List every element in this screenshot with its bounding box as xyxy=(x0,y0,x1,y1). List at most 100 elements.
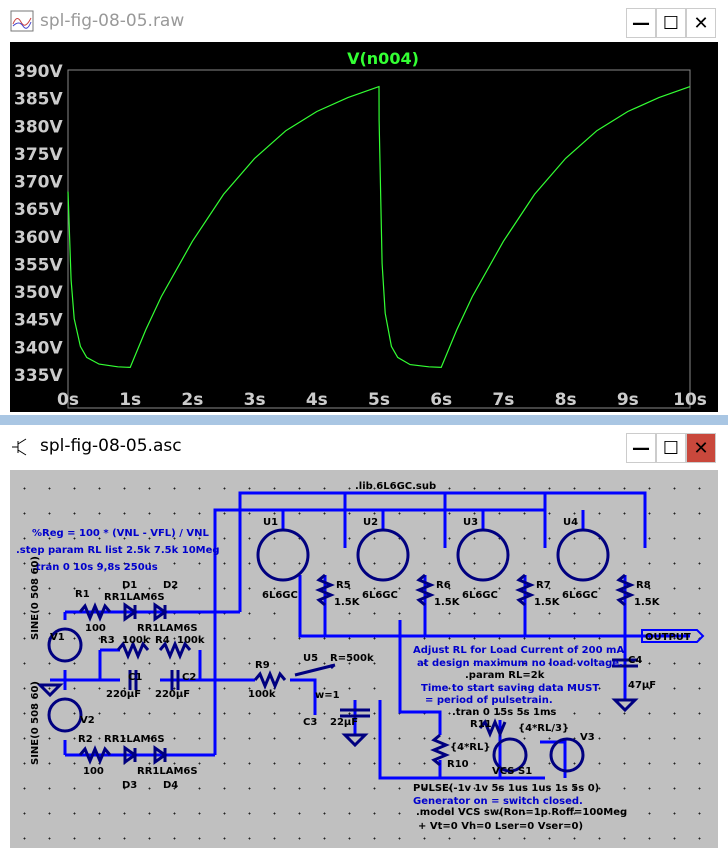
schematic-canvas[interactable]: .lib 6L6GC.sub %Reg = 100 * (VNL - VFL) … xyxy=(10,470,718,848)
tran-directive[interactable]: .tran 0 10s 9,8s 250us xyxy=(32,562,158,573)
adjust-note-line2[interactable]: at design maximum no load voltage. xyxy=(417,658,623,669)
c3-ref[interactable]: C3 xyxy=(303,717,317,728)
x-tick-label: 4s xyxy=(306,390,328,410)
d3-ref[interactable]: D3 xyxy=(122,780,137,791)
r9-ref[interactable]: R9 xyxy=(255,660,270,671)
y-tick-label: 370V xyxy=(14,173,63,193)
tran2-directive[interactable]: .tran 0 15s 5s 1ms xyxy=(452,707,556,718)
maximize-button[interactable]: ☐ xyxy=(656,8,686,38)
trace-title[interactable]: V(n004) xyxy=(347,49,419,68)
c4-value[interactable]: 47µF xyxy=(628,680,656,691)
c4-ref[interactable]: C4 xyxy=(628,655,642,666)
d4-ref[interactable]: D4 xyxy=(163,780,178,791)
close-button[interactable]: ✕ xyxy=(686,433,716,463)
u3-ref[interactable]: U3 xyxy=(463,517,478,528)
adjust-note-line1[interactable]: Adjust RL for Load Current of 200 mA xyxy=(413,645,624,656)
c1-value[interactable]: 220µF xyxy=(106,689,141,700)
lib-directive[interactable]: .lib 6L6GC.sub xyxy=(355,481,436,492)
minimize-button[interactable]: — xyxy=(626,8,656,38)
r6-value[interactable]: 1.5K xyxy=(434,597,461,608)
r11-ref[interactable]: R11 xyxy=(470,719,492,730)
d1-model[interactable]: RR1LAM6S xyxy=(104,592,165,603)
v1-ref[interactable]: V1 xyxy=(50,632,65,643)
d4-model[interactable]: RR1LAM6S xyxy=(137,766,198,777)
u3-model[interactable]: 6L6GC xyxy=(462,590,498,601)
r7-value[interactable]: 1.5K xyxy=(534,597,561,608)
y-tick-label: 390V xyxy=(14,62,63,82)
u1-ref[interactable]: U1 xyxy=(263,517,278,528)
u5-r[interactable]: R=500k xyxy=(330,653,374,664)
v3-ref[interactable]: V3 xyxy=(580,732,595,743)
r5-ref[interactable]: R5 xyxy=(336,580,351,591)
d2-model[interactable]: RR1LAM6S xyxy=(137,623,198,634)
waveform-titlebar[interactable]: spl-fig-08-05.raw — ☐ ✕ xyxy=(0,0,728,42)
v2-ref[interactable]: V2 xyxy=(80,715,95,726)
c2-ref[interactable]: C2 xyxy=(182,672,196,683)
x-tick-label: 3s xyxy=(244,390,266,410)
y-tick-label: 350V xyxy=(14,283,63,303)
param-directive[interactable]: .param RL=2k xyxy=(465,670,545,681)
time-note-line2[interactable]: = period of pulsetrain. xyxy=(425,695,553,706)
v2-value[interactable]: SINE(0 508 60) xyxy=(30,681,41,765)
r9-value[interactable]: 100k xyxy=(248,689,276,700)
r1-ref[interactable]: R1 xyxy=(75,589,90,600)
r1-value[interactable]: 100 xyxy=(85,623,106,634)
r8-value[interactable]: 1.5K xyxy=(634,597,661,608)
x-tick-label: 1s xyxy=(119,390,141,410)
x-tick-label: 5s xyxy=(368,390,390,410)
v3-symbol xyxy=(549,737,585,773)
r2-value[interactable]: 100 xyxy=(83,766,104,777)
maximize-button[interactable]: ☐ xyxy=(656,433,686,463)
model-directive-line2[interactable]: + Vt=0 Vh=0 Lser=0 Vser=0) xyxy=(418,821,583,832)
r3-ref[interactable]: R3 xyxy=(100,635,115,646)
u4-model[interactable]: 6L6GC xyxy=(562,590,598,601)
x-tick-label: 9s xyxy=(617,390,639,410)
r2-ref[interactable]: R2 xyxy=(78,734,93,745)
s1-model[interactable]: VCS xyxy=(492,766,514,777)
c1-ref[interactable]: C1 xyxy=(128,672,142,683)
r10-value[interactable]: {4*RL} xyxy=(450,742,491,753)
step-directive[interactable]: .step param RL list 2.5k 7.5k 10Meg xyxy=(16,545,220,556)
u2-model[interactable]: 6L6GC xyxy=(362,590,398,601)
schematic-titlebar[interactable]: spl-fig-08-05.asc — ☐ ✕ xyxy=(0,425,728,467)
output-label[interactable]: OUTPUT xyxy=(645,632,691,643)
r11-value[interactable]: {4*RL/3} xyxy=(518,723,569,734)
note-reg[interactable]: %Reg = 100 * (VNL - VFL) / VNL xyxy=(32,528,209,539)
plot-frame xyxy=(67,69,691,409)
v1-value[interactable]: SINE(0 508 60) xyxy=(30,556,41,640)
model-directive-line1[interactable]: .model VCS sw(Ron=1p Roff=100Meg xyxy=(416,807,627,818)
generator-note[interactable]: Generator on = switch closed. xyxy=(413,796,583,807)
d1-ref[interactable]: D1 xyxy=(122,580,137,591)
x-tick-label: 0s xyxy=(57,390,79,410)
r5-value[interactable]: 1.5K xyxy=(334,597,361,608)
r7-ref[interactable]: R7 xyxy=(536,580,551,591)
u2-ref[interactable]: U2 xyxy=(363,517,378,528)
r6-ref[interactable]: R6 xyxy=(436,580,451,591)
d3-model[interactable]: RR1LAM6S xyxy=(104,734,165,745)
r3-value[interactable]: 100k xyxy=(122,635,150,646)
u1-model[interactable]: 6L6GC xyxy=(262,590,298,601)
trace-line xyxy=(67,85,691,369)
v3-value[interactable]: PULSE(-1v 1v 5s 1us 1us 1s 5s 0) xyxy=(413,783,599,794)
d2-ref[interactable]: D2 xyxy=(163,580,178,591)
u5-w[interactable]: w=1 xyxy=(315,690,340,701)
s1-ref[interactable]: S1 xyxy=(518,766,532,777)
tube-u4-symbol xyxy=(556,528,610,582)
v1-symbol xyxy=(47,627,83,663)
r1-symbol xyxy=(78,602,112,622)
waveform-icon xyxy=(10,10,34,32)
r4-ref[interactable]: R4 xyxy=(155,635,170,646)
minimize-button[interactable]: — xyxy=(626,433,656,463)
r10-ref[interactable]: R10 xyxy=(447,759,469,770)
close-button[interactable]: ✕ xyxy=(686,8,716,38)
c2-value[interactable]: 220µF xyxy=(155,689,190,700)
time-note-line1[interactable]: Time to start saving data MUST xyxy=(421,683,599,694)
r4-value[interactable]: 100k xyxy=(177,635,205,646)
x-tick-label: 2s xyxy=(181,390,203,410)
r8-ref[interactable]: R8 xyxy=(636,580,651,591)
u4-ref[interactable]: U4 xyxy=(563,517,578,528)
u5-ref[interactable]: U5 xyxy=(303,653,318,664)
c3-value[interactable]: 22µF xyxy=(330,717,358,728)
